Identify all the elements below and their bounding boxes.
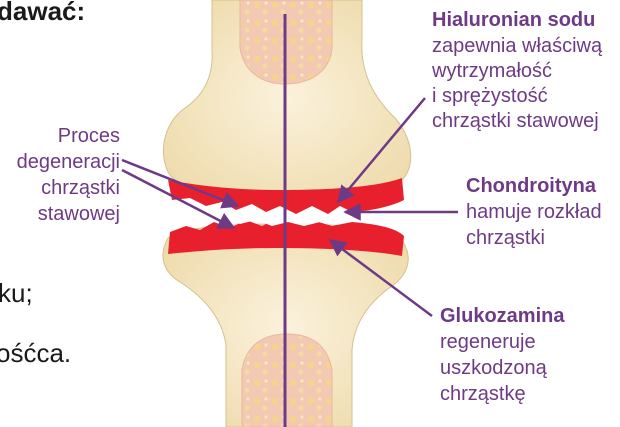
chondroitin-line-2: chrząstki [466,228,545,248]
degeneration-label-line-1: Proces [58,126,120,146]
hyaluronan-title: Hialuronian sodu [432,10,595,30]
chondroitin-line-1: hamuje rozkład [466,202,602,222]
hyaluronan-line-2: wytrzymałość [432,61,552,81]
lower-marrow [242,334,332,427]
degeneration-label-line-3: chrząstki [41,178,120,198]
glucosamine-line-3: chrząstkę [440,384,526,404]
glucosamine-line-2: uszkodzoną [440,358,547,378]
degeneration-label-line-2: degeneracji [17,152,120,172]
degeneration-label-line-4: stawowej [38,204,120,224]
chondroitin-title: Chondroityna [466,176,596,196]
hyaluronan-line-1: zapewnia właściwą [432,36,602,56]
glucosamine-line-1: regeneruje [440,332,536,352]
hyaluronan-line-4: chrząstki stawowej [432,111,599,131]
hyaluronan-line-3: i sprężystość [432,86,548,106]
glucosamine-title: Glukozamina [440,306,564,326]
